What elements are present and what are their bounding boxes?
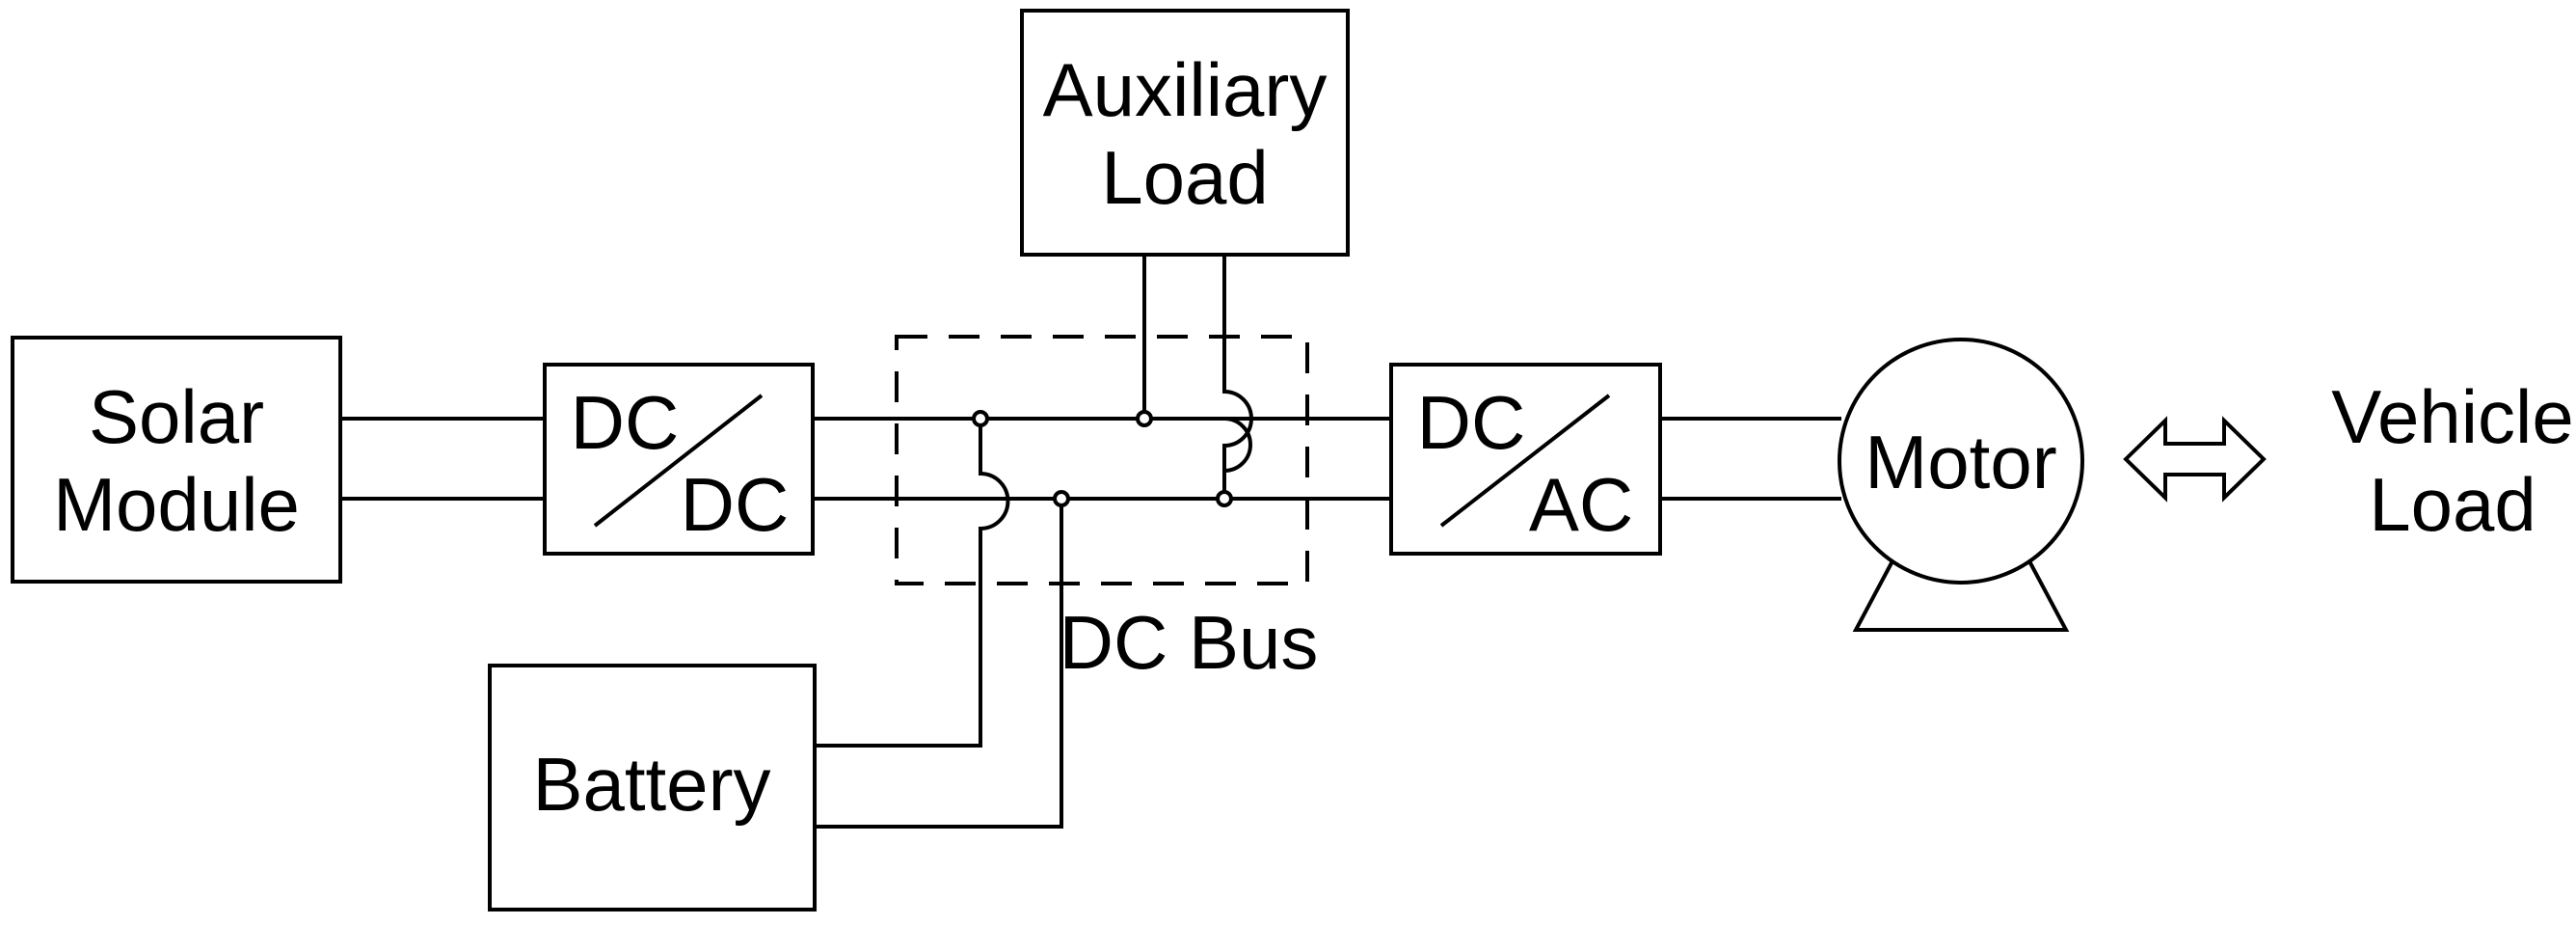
motor-label: Motor <box>1865 420 2056 504</box>
aux-positive-junction <box>1136 410 1153 427</box>
motor-body <box>1838 338 2084 585</box>
battery-wire-positive <box>815 419 1010 748</box>
aux-wire-negative <box>1222 255 1253 499</box>
vehicle-load-label-line1: Vehicle <box>2331 374 2574 459</box>
battery-wire-negative <box>815 499 1063 829</box>
dc-bus-label: DC Bus <box>1060 600 1319 685</box>
motor-symbol: Motor <box>1838 338 2084 632</box>
dc-ac-diagonal <box>1439 394 1611 528</box>
solar-module-label-line1: Solar <box>89 374 264 459</box>
dc-ac-input-label: DC <box>1417 380 1526 465</box>
dc-bus-region <box>895 335 1309 585</box>
dc-ac-inverter-block: DC AC <box>1389 363 1662 556</box>
dc-dc-diagonal <box>593 394 764 528</box>
battery-negative-junction <box>1053 490 1070 507</box>
dc-bus-top-rail <box>813 417 1391 473</box>
auxiliary-load-label-line2: Load <box>1101 135 1269 220</box>
vehicle-load-label-line2: Load <box>2369 462 2536 547</box>
auxiliary-load-label-line1: Auxiliary <box>1043 47 1328 132</box>
solar-module-block: Solar Module <box>11 336 342 584</box>
aux-negative-junction <box>1216 490 1233 507</box>
auxiliary-load-block: Auxiliary Load <box>1020 9 1350 257</box>
dc-dc-converter-block: DC DC <box>543 363 815 556</box>
bidirectional-arrow-icon <box>2123 416 2267 503</box>
solar-module-label-line2: Module <box>53 462 300 547</box>
battery-block: Battery <box>488 664 817 911</box>
dc-dc-output-label: DC <box>681 462 790 547</box>
vehicle-load-block: Vehicle Load <box>2331 374 2574 547</box>
battery-label: Battery <box>532 742 770 827</box>
battery-positive-junction <box>972 410 989 427</box>
dc-ac-output-label: AC <box>1529 462 1633 547</box>
dc-dc-input-label: DC <box>571 380 680 465</box>
